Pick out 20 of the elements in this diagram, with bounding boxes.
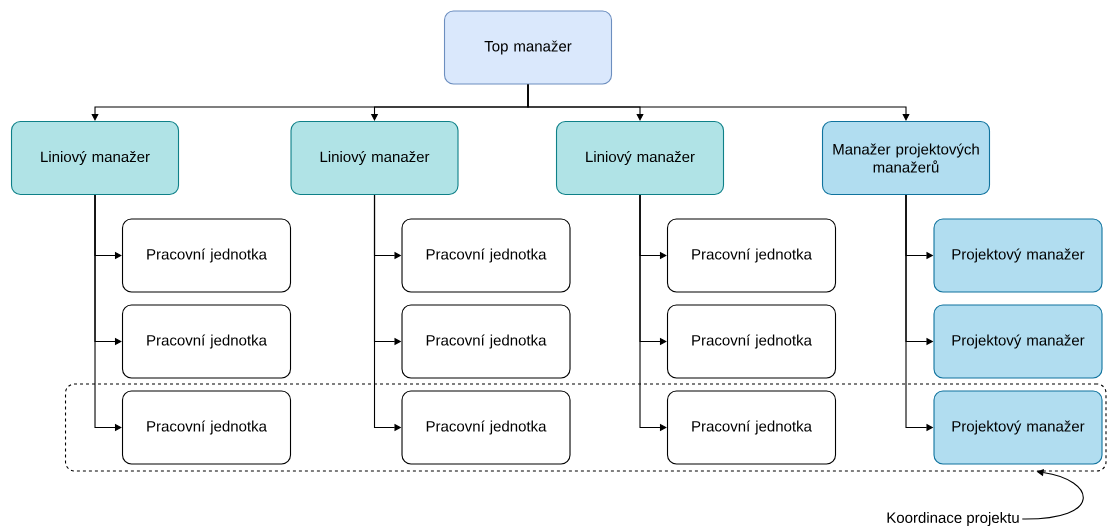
manager-box: Manažer projektových manažerů [821,120,991,196]
manager-box: Projektový manažer [933,218,1103,293]
unit-box: Pracovní jednotka [401,304,571,379]
annotation-text: Koordinace projektu [887,512,1019,526]
manager-box: Liniový manažer [290,120,459,196]
unit-box: Pracovní jednotka [121,304,292,379]
arrow [527,84,910,121]
manager-box: Liniový manažer [10,120,180,196]
unit-box: Pracovní jednotka [121,218,292,293]
unit-box: Pracovní jednotka [666,390,837,465]
manager-box: Projektový manažer [933,304,1103,379]
unit-box: Pracovní jednotka [401,390,571,465]
unit-box: Pracovní jednotka [666,218,837,293]
unit-box: Pracovní jednotka [666,304,837,379]
manager-box: Projektový manažer [933,390,1103,465]
unit-box: Pracovní jednotka [121,390,292,465]
unit-box: Pracovní jednotka [401,218,571,293]
dashed-group-box [64,383,1107,472]
manager-box: Top manažer [443,10,613,85]
manager-box: Liniový manažer [555,120,725,196]
